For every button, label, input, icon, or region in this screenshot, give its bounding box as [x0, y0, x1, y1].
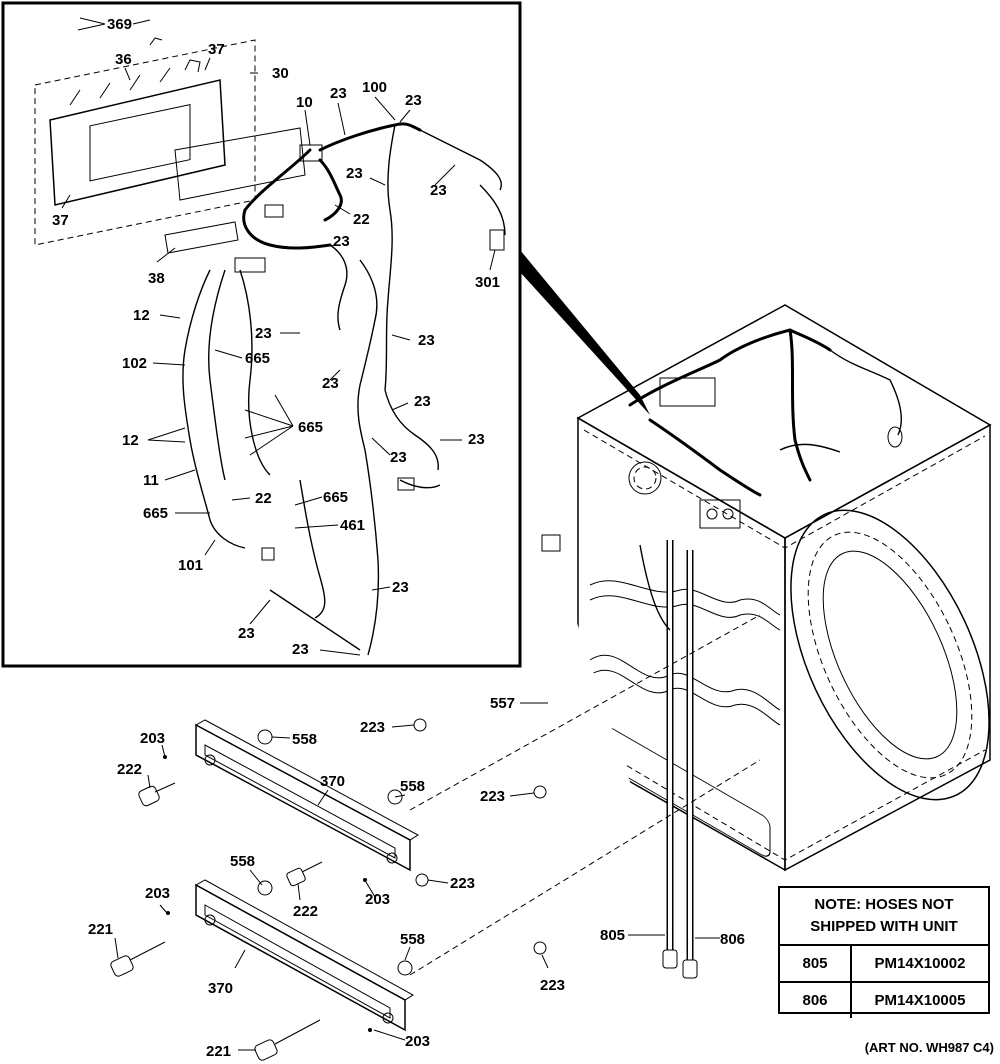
callout-labels: 369 36 37 30 37 38 10 23 100 23 23 23 22…	[52, 16, 745, 1060]
leveling-leg-221-upper	[110, 941, 166, 977]
callout-558: 558	[400, 778, 425, 795]
callout-203: 203	[405, 1033, 430, 1050]
callout-369: 369	[107, 16, 132, 33]
callout-23: 23	[322, 375, 339, 392]
callout-23: 23	[390, 449, 407, 466]
callout-38: 38	[148, 270, 165, 287]
callout-223: 223	[480, 788, 505, 805]
callout-37: 37	[208, 41, 225, 58]
callout-223: 223	[360, 719, 385, 736]
callout-461: 461	[340, 517, 365, 534]
callout-805: 805	[600, 927, 625, 944]
washer-cabinet	[576, 304, 992, 872]
callout-665: 665	[245, 350, 270, 367]
callout-23: 23	[333, 233, 350, 250]
note-part-number: 805	[780, 946, 852, 981]
callout-22: 22	[255, 490, 272, 507]
callout-223: 223	[450, 875, 475, 892]
callout-11: 11	[143, 472, 159, 489]
cabinet-wire-harness	[628, 328, 903, 497]
callout-203: 203	[140, 730, 165, 747]
callout-12: 12	[122, 432, 139, 449]
callout-23: 23	[405, 92, 422, 109]
leveling-leg-222-middle	[286, 861, 323, 887]
callout-665: 665	[298, 419, 323, 436]
callout-221: 221	[206, 1043, 231, 1060]
note-line-2: SHIPPED WITH UNIT	[810, 918, 958, 935]
callout-101: 101	[178, 557, 203, 574]
callout-30: 30	[272, 65, 289, 82]
callout-558: 558	[400, 931, 425, 948]
callout-301: 301	[475, 274, 500, 291]
callout-23: 23	[238, 625, 255, 642]
callout-100: 100	[362, 79, 387, 96]
callout-37: 37	[52, 212, 69, 229]
callout-22: 22	[353, 211, 370, 228]
callout-203: 203	[365, 891, 390, 908]
callout-36: 36	[115, 51, 132, 68]
callout-203: 203	[145, 885, 170, 902]
callout-23: 23	[414, 393, 431, 410]
callout-23: 23	[430, 182, 447, 199]
callout-23: 23	[330, 85, 347, 102]
callout-23: 23	[255, 325, 272, 342]
note-part-code: PM14X10002	[874, 955, 966, 972]
callout-557: 557	[490, 695, 515, 712]
callout-23: 23	[292, 641, 309, 658]
callout-23: 23	[346, 165, 363, 182]
detail-pointer	[520, 250, 650, 415]
leveling-leg-221-lower	[254, 1019, 321, 1061]
callout-23: 23	[418, 332, 435, 349]
callout-12: 12	[133, 307, 150, 324]
callout-23: 23	[392, 579, 409, 596]
callout-665: 665	[323, 489, 348, 506]
callout-221: 221	[88, 921, 113, 938]
callout-10: 10	[296, 94, 313, 111]
note-row: 805 PM14X10002	[780, 946, 988, 981]
note-part-code: PM14X10005	[874, 992, 966, 1009]
callout-222: 222	[117, 761, 142, 778]
leveling-leg-222-upper	[138, 782, 176, 807]
rail-370-lower	[194, 879, 414, 1032]
note-header: NOTE: HOSES NOT SHIPPED WITH UNIT	[780, 888, 988, 946]
drain-hose	[541, 534, 641, 816]
leader-lines	[61, 17, 720, 1051]
callout-370: 370	[320, 773, 345, 790]
note-row: 806 PM14X10005	[780, 981, 988, 1018]
control-panel-trim	[164, 127, 306, 254]
callout-370: 370	[208, 980, 233, 997]
hoses-note-table: NOTE: HOSES NOT SHIPPED WITH UNIT 805 PM…	[778, 886, 990, 1018]
note-line-1: NOTE: HOSES NOT	[814, 896, 954, 913]
callout-222: 222	[293, 903, 318, 920]
callout-223: 223	[540, 977, 565, 994]
callout-558: 558	[230, 853, 255, 870]
note-part-number: 806	[780, 983, 852, 1018]
callout-102: 102	[122, 355, 147, 372]
rail-370-upper	[194, 719, 419, 872]
art-number: (ART NO. WH987 C4)	[864, 1040, 994, 1055]
callout-558: 558	[292, 731, 317, 748]
inset-wire-harness	[182, 122, 506, 656]
callout-23: 23	[468, 431, 485, 448]
inlet-hoses	[639, 540, 698, 979]
callout-665: 665	[143, 505, 168, 522]
callout-806: 806	[720, 931, 745, 948]
